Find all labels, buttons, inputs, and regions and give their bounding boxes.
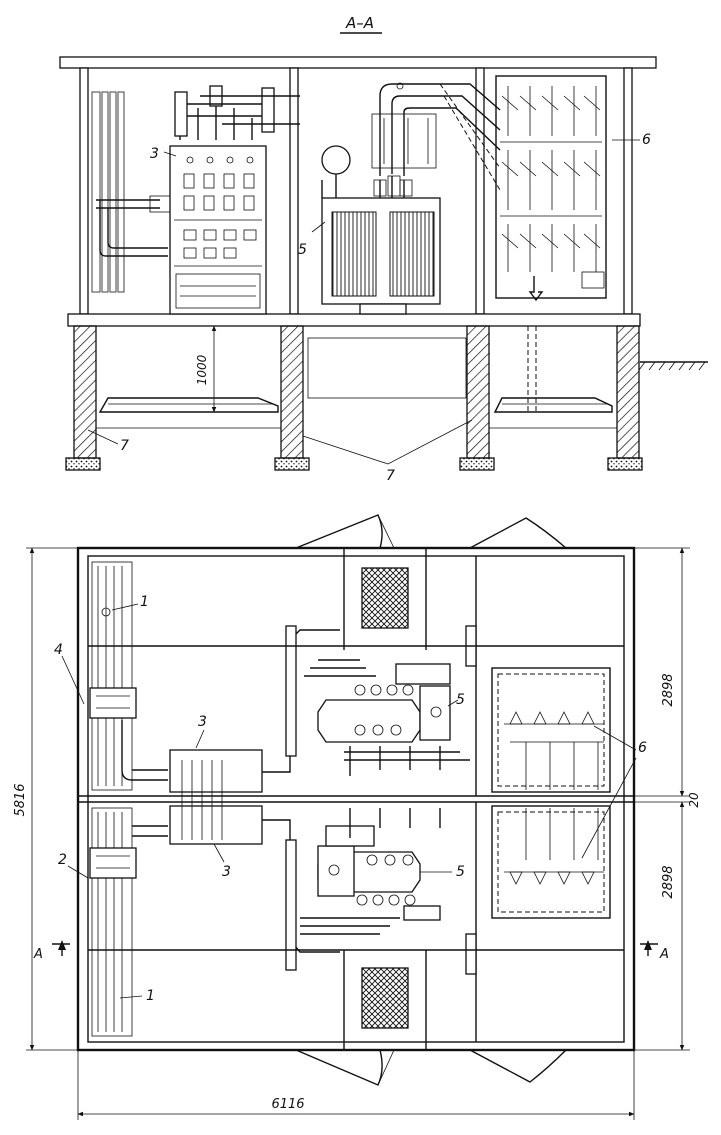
- plan-doors: [295, 514, 567, 1086]
- busbar-conductors: [371, 82, 501, 191]
- transformer: 5: [298, 145, 441, 315]
- callout-transformer-top: 5: [456, 692, 465, 708]
- dimension-bay-lower-label: 2898: [661, 865, 676, 898]
- switch-panel: 3: [150, 85, 300, 315]
- plan-corridor: [343, 548, 477, 1050]
- plan-cable-group: [89, 561, 168, 1037]
- plan-outer-wall: [76, 546, 636, 1052]
- callout-cable-bottom: 1: [146, 988, 155, 1004]
- callout-side-a: 2: [58, 852, 67, 868]
- section-title: А–А: [345, 14, 374, 32]
- ground-line: [638, 361, 708, 371]
- dissipation-frame: 6: [495, 75, 651, 302]
- plan-frames: [491, 667, 637, 919]
- dimension-overall-width: 6116: [77, 1050, 635, 1120]
- callout-frame: 6: [638, 740, 647, 756]
- callout-foundation-shared: 7: [386, 468, 395, 484]
- dimension-overall-height: 5816: [13, 547, 78, 1051]
- dimension-gap-label: 20: [687, 792, 701, 808]
- callout-foundation-left: 7: [120, 438, 129, 454]
- roof-slab: [59, 56, 657, 69]
- height-dimension: 1000: [195, 325, 217, 413]
- callout-panel-bottom: 3: [222, 864, 231, 880]
- callout-panel-top: 3: [198, 714, 207, 730]
- plan-panels: [169, 629, 340, 953]
- plan-view: 1 1 2 4 3 3 5 5 6 А А: [13, 514, 701, 1120]
- dimension-overall-width-label: 6116: [271, 1097, 304, 1112]
- callout-cable-top: 1: [140, 594, 149, 610]
- foundation-pillars: [65, 325, 643, 471]
- foundation-callouts: 7 7: [87, 419, 473, 484]
- callout-side-b: 4: [54, 642, 63, 658]
- section-marks: А А: [33, 940, 669, 962]
- dimension-bays: 2898 2898 20: [634, 547, 701, 1051]
- callout-frame: 6: [642, 132, 651, 148]
- height-dimension-label: 1000: [195, 354, 209, 385]
- section-view: А–А: [59, 14, 708, 484]
- dimension-bay-upper-label: 2898: [661, 673, 676, 706]
- callout-transformer-bottom: 5: [456, 864, 465, 880]
- plan-inner-wall: [87, 555, 625, 1043]
- callout-transformer: 5: [298, 242, 307, 258]
- floor-slab: [67, 313, 641, 327]
- section-mark-right: А: [659, 947, 669, 962]
- plan-crossbars: [88, 625, 624, 975]
- underfloor-trays: [96, 326, 617, 429]
- plan-callouts: 1 1 2 4 3 3 5 5 6: [54, 594, 647, 1004]
- left-cable-group: [91, 91, 171, 293]
- callout-panel: 3: [150, 146, 159, 162]
- plan-transformers: [300, 659, 470, 935]
- dimension-overall-height-label: 5816: [13, 783, 28, 816]
- section-mark-left: А: [33, 947, 43, 962]
